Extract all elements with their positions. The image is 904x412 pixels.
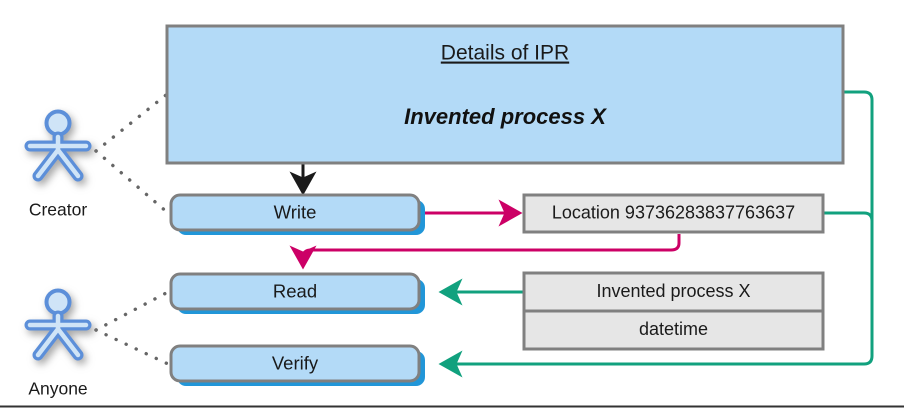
ipr-details-box[interactable]: Details of IPR Invented process X <box>165 24 845 165</box>
green-connectors <box>438 90 874 378</box>
location-box-rect[interactable] <box>522 193 825 234</box>
connector-creator-to-ipr <box>94 93 168 153</box>
connector-anyone-to-read <box>94 290 170 332</box>
write-button-rect[interactable] <box>169 193 421 232</box>
person-icon <box>24 288 92 361</box>
read-button-label: Read <box>273 280 317 301</box>
record-datetime-box[interactable]: datetime <box>522 309 825 351</box>
ipr-box-subtitle: Invented process X <box>404 104 607 129</box>
record-datetime-label: datetime <box>639 319 708 339</box>
record-process-box[interactable]: Invented process X <box>522 271 825 313</box>
location-box-label: Location 93736283837763637 <box>552 202 795 222</box>
pink-connectors <box>289 199 681 270</box>
connector-ipr-to-verify <box>438 90 874 378</box>
record-process-rect[interactable] <box>522 271 825 313</box>
actor-creator: Creator <box>24 109 92 220</box>
dotted-connectors <box>94 93 170 366</box>
actor-anyone: Anyone <box>24 288 92 399</box>
record-datetime-rect[interactable] <box>522 309 825 351</box>
person-icon <box>24 109 92 182</box>
action-read-button[interactable]: Read <box>169 272 425 314</box>
verify-button-rect[interactable] <box>169 344 421 383</box>
actor-creator-label: Creator <box>29 200 88 220</box>
record-location-box[interactable]: Location 93736283837763637 <box>522 193 825 234</box>
ipr-box-rect[interactable] <box>165 24 845 165</box>
read-button-rect[interactable] <box>169 272 421 311</box>
verify-button-label: Verify <box>272 352 319 373</box>
connector-location-to-rail <box>823 211 874 222</box>
record-process-label: Invented process X <box>596 281 750 301</box>
action-verify-button[interactable]: Verify <box>169 344 425 386</box>
write-button-label: Write <box>274 201 317 222</box>
connector-location-to-read <box>289 234 681 270</box>
ipr-box-title: Details of IPR <box>441 42 569 65</box>
actor-anyone-label: Anyone <box>28 379 87 399</box>
connector-anyone-to-verify <box>94 328 170 366</box>
action-write-button[interactable]: Write <box>169 193 425 235</box>
connector-creator-to-write <box>94 149 170 215</box>
